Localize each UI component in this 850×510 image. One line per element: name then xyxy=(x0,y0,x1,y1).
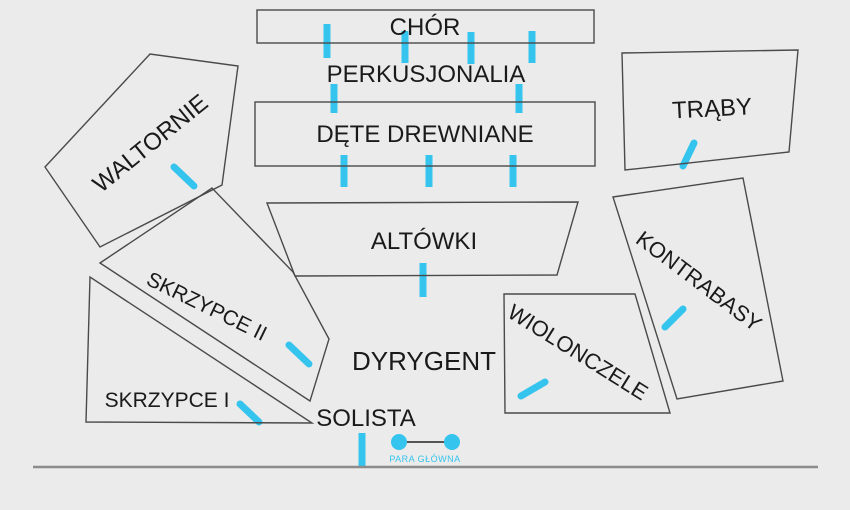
para-glowna-label: PARA GŁÓWNA xyxy=(389,454,460,464)
kontrabasy-outline xyxy=(612,177,784,400)
dyrygent-label: DYRYGENT xyxy=(352,346,496,376)
skrzypce-ii-outline xyxy=(98,187,330,403)
dete-drewniane-outline xyxy=(254,101,596,167)
marker-kontrabasy xyxy=(661,305,687,331)
chor-outline xyxy=(256,9,595,44)
skrzypce-i-outline xyxy=(85,275,315,424)
para-glowna-group: PARA GŁÓWNA xyxy=(389,434,460,464)
traby-outline xyxy=(621,49,799,171)
section-outlines xyxy=(44,9,799,424)
skrzypce-i-label: SKRZYPCE I xyxy=(105,389,230,412)
traby-label: TRĄBY xyxy=(671,93,752,124)
chor-label: CHÓR xyxy=(390,14,461,41)
marker-wiolonczele xyxy=(517,378,549,400)
position-markers xyxy=(170,24,698,466)
waltornie-outline xyxy=(44,53,239,248)
marker-traby xyxy=(679,139,698,170)
para-glowna-dot-left xyxy=(391,434,407,450)
marker-waltornie xyxy=(170,163,198,190)
wiolonczele-outline xyxy=(503,293,671,414)
dete-drewniane-label: DĘTE DREWNIANE xyxy=(316,121,533,148)
section-labels: CHÓR PERKUSJONALIA DĘTE DREWNIANE ALTÓWK… xyxy=(88,14,767,432)
marker-skrzypce-i xyxy=(236,400,263,426)
altowki-outline xyxy=(265,201,579,277)
marker-skrzypce-ii xyxy=(285,341,313,368)
altowki-label: ALTÓWKI xyxy=(371,228,477,255)
solista-label: SOLISTA xyxy=(316,405,416,432)
perkusjonalia-label: PERKUSJONALIA xyxy=(327,61,526,88)
para-glowna-dot-right xyxy=(444,434,460,450)
